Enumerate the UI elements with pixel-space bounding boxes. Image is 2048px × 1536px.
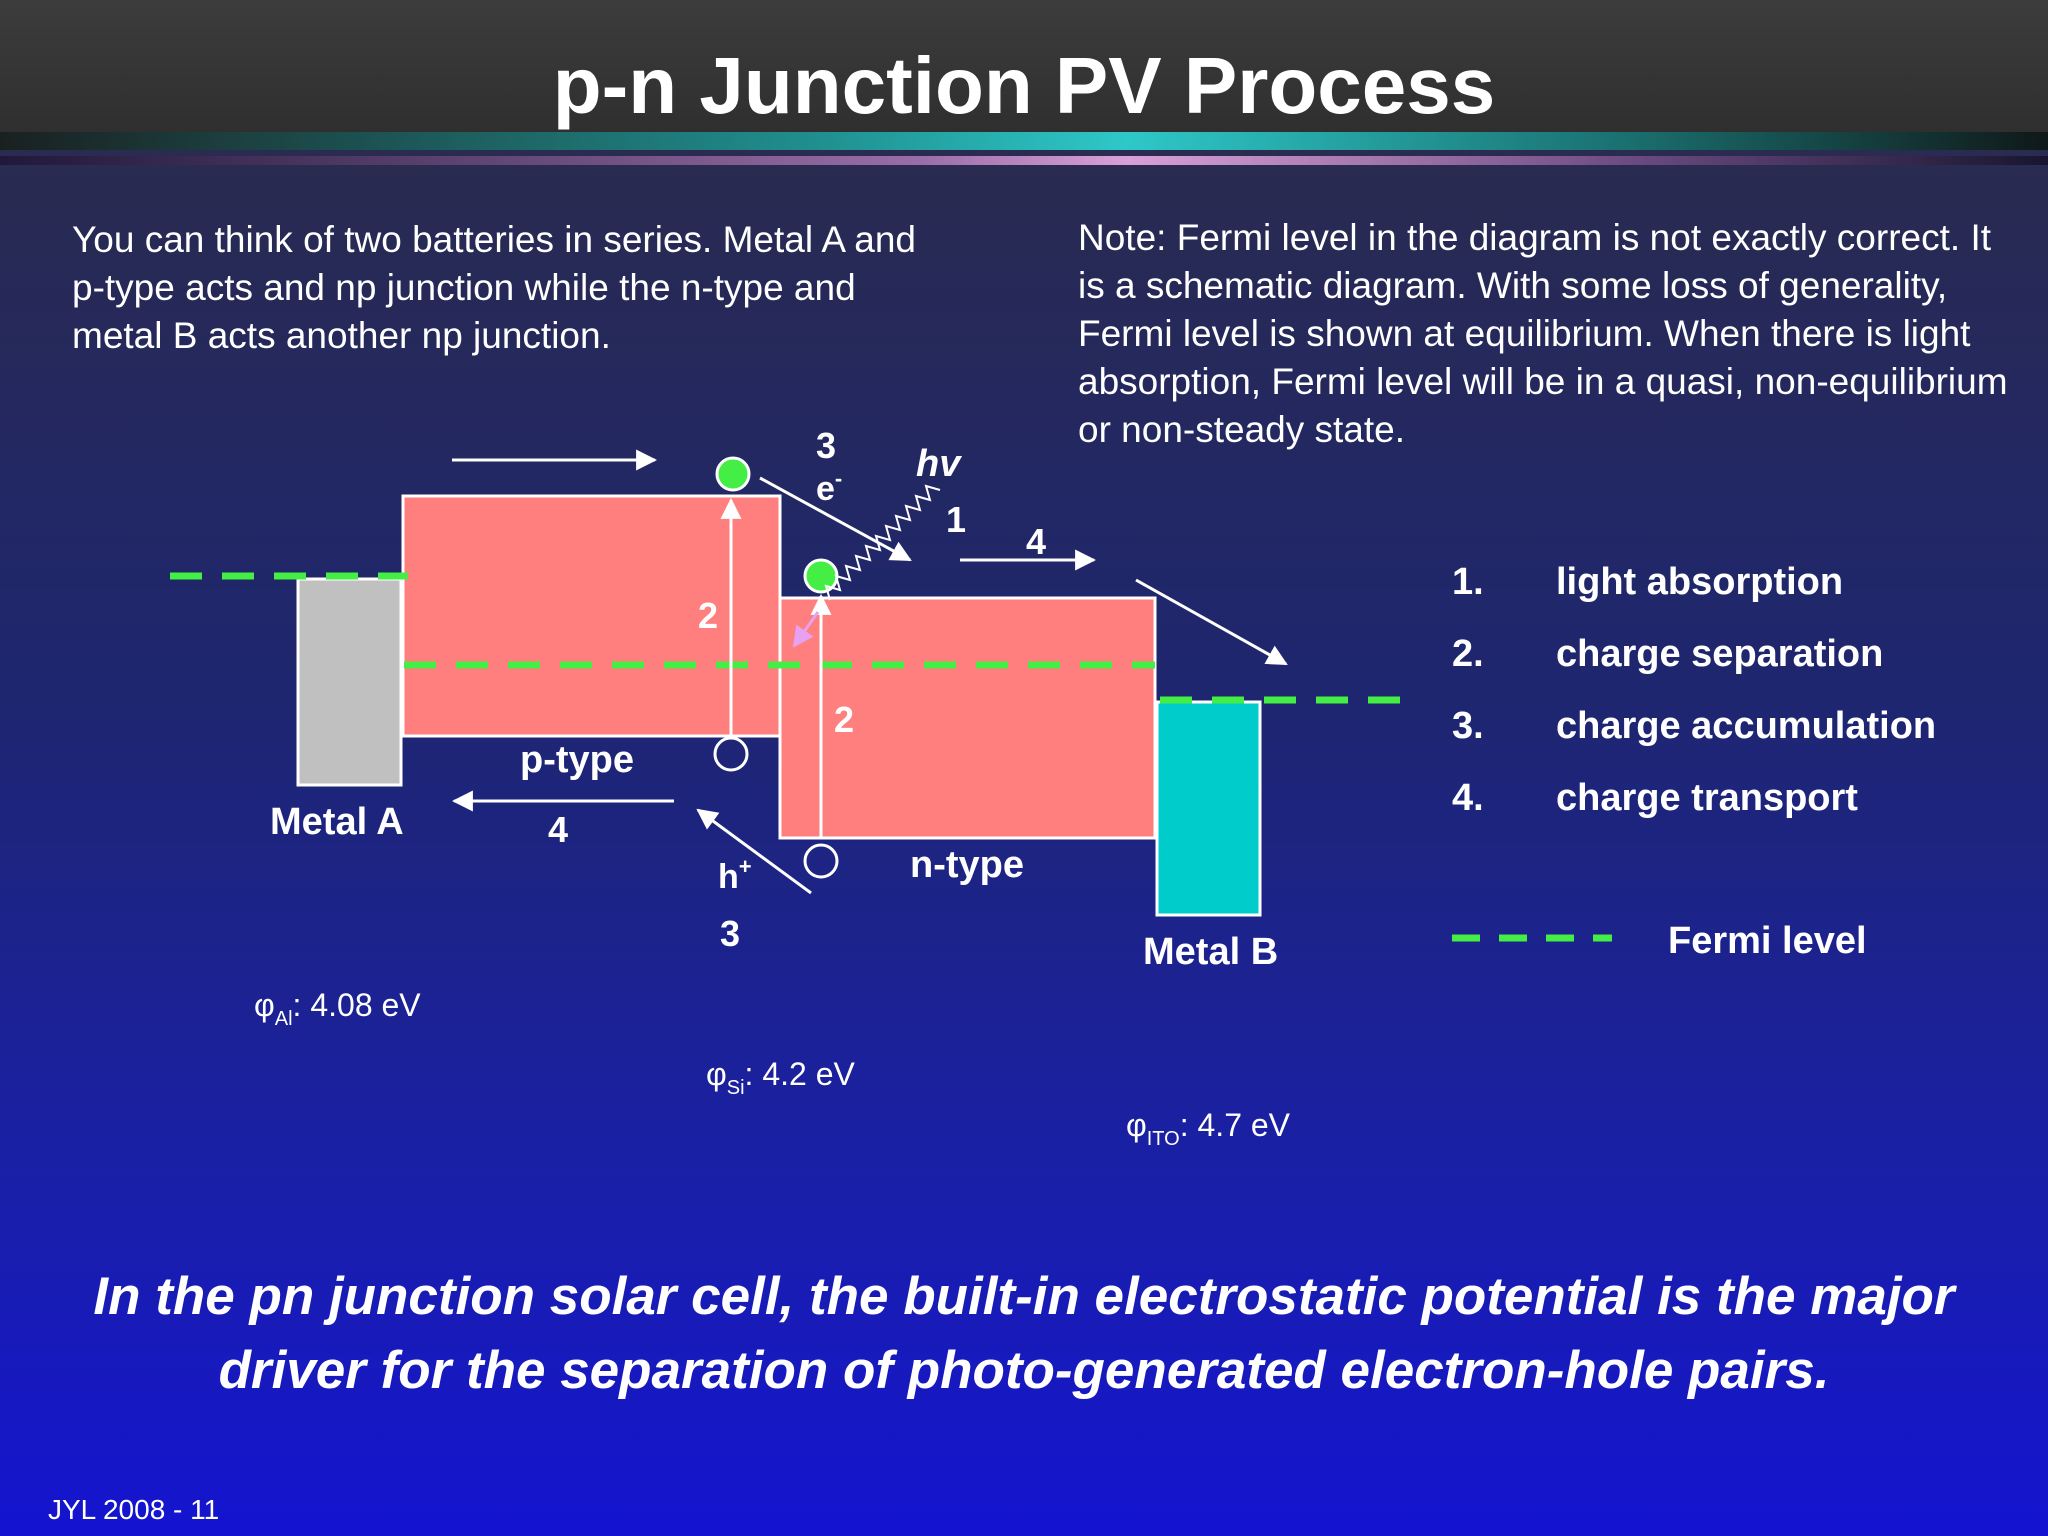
label-metal-a: Metal A <box>270 801 404 843</box>
step-4-transport-e: 4 <box>1026 521 1046 562</box>
slide-footer: JYL 2008 - 11 <box>48 1494 220 1525</box>
recombination-arrow <box>792 611 820 648</box>
step-3-accumulation-e: 3 <box>816 425 836 466</box>
note-paragraph: Note: Fermi level in the diagram is not … <box>1078 217 2008 450</box>
arrow-hole-diag <box>696 808 812 895</box>
step-2-separation-n: 2 <box>834 699 854 740</box>
step-2-separation-p: 2 <box>698 595 718 636</box>
conclusion-statement: In the pn junction solar cell, the built… <box>93 1267 1955 1400</box>
hole-p <box>713 736 749 772</box>
label-n-type: n-type <box>910 844 1024 886</box>
n-type-band <box>778 596 1157 840</box>
intro-paragraph: You can think of two batteries in series… <box>72 219 916 356</box>
label-metal-b: Metal B <box>1143 931 1278 973</box>
fermi-legend-text: Fermi level <box>1668 920 1867 962</box>
header-rule-teal <box>0 132 2048 150</box>
label-electron: e- <box>816 466 842 508</box>
label-photon: hv <box>916 443 962 485</box>
hole-n <box>803 843 839 879</box>
photon-wave <box>824 484 941 601</box>
work-function-si: φSi: 4.2 eV <box>706 1056 856 1099</box>
metal-a-block <box>296 577 403 787</box>
header-rule-pink <box>0 156 2048 165</box>
work-function-ito: φITO: 4.7 eV <box>1126 1107 1291 1150</box>
label-hole: h+ <box>718 854 752 896</box>
step-3-accumulation-h: 3 <box>720 913 740 954</box>
fermi-legend-label: Fermi level <box>1668 920 1867 963</box>
step-1-absorption: 1 <box>946 499 966 540</box>
label-p-type: p-type <box>520 739 634 781</box>
metal-b-block <box>1155 700 1262 917</box>
electron-top <box>715 456 751 492</box>
arrow-electron-to-metal-b <box>1135 578 1288 666</box>
step-4-transport-h: 4 <box>548 809 568 850</box>
title-bar <box>0 0 2048 132</box>
work-function-al: φAl: 4.08 eV <box>254 987 421 1030</box>
p-type-band <box>401 494 782 738</box>
slide-title: p-n Junction PV Process <box>552 41 1496 130</box>
arrow-electron-diag <box>759 476 912 562</box>
